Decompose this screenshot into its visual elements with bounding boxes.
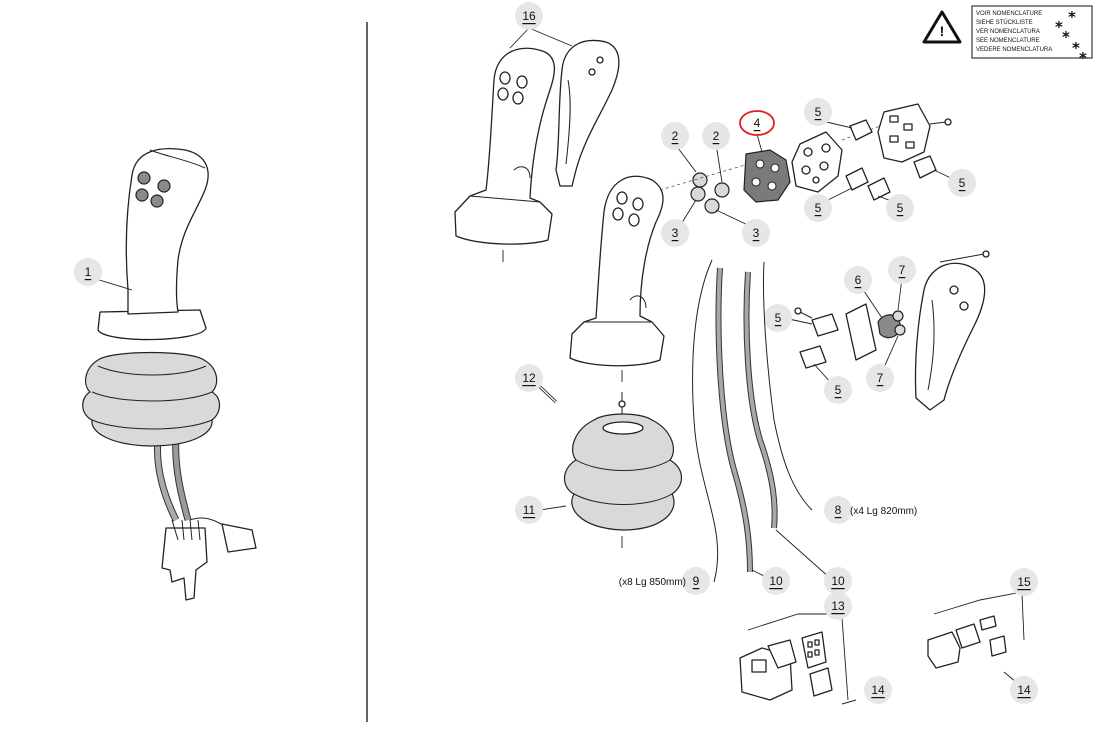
micro-switches-top <box>845 119 937 201</box>
callout-14b[interactable]: 14 <box>1010 676 1038 704</box>
callout-label: 8 <box>835 503 842 517</box>
wire-8-note: (x4 Lg 820mm) <box>850 506 917 517</box>
pin-part-12 <box>536 383 558 404</box>
wires <box>692 259 813 583</box>
callout-1[interactable]: 1 <box>74 258 133 291</box>
connector-part-13 <box>739 613 857 705</box>
callout-label: 14 <box>1017 683 1031 697</box>
handle-assembly <box>569 175 665 382</box>
callout-14a[interactable]: 14 <box>864 676 892 704</box>
wire-9-note: (x8 Lg 850mm) <box>619 577 686 588</box>
callout-12[interactable]: 12 <box>515 364 543 392</box>
callout-label: 3 <box>753 226 760 240</box>
circuit-board <box>841 103 952 163</box>
side-switches <box>794 303 906 369</box>
callout-label: 5 <box>959 176 966 190</box>
callout-5b[interactable]: 5 <box>933 169 976 197</box>
callout-label: 16 <box>522 9 536 23</box>
asterisk-mark: * <box>1055 18 1063 36</box>
callout-9[interactable]: 9 (x8 Lg 850mm) <box>619 567 710 595</box>
callout-5f[interactable]: 5 <box>813 363 852 404</box>
callout-5d[interactable]: 5 <box>877 194 914 222</box>
svg-text:!: ! <box>940 23 945 39</box>
warning-line-4: SEE NOMENCLATURE <box>976 38 1040 44</box>
callout-11[interactable]: 11 <box>515 496 567 524</box>
callout-label: 13 <box>831 599 845 613</box>
highlight-ring <box>739 110 775 136</box>
warning-line-2: SIEHE STÜCKLISTE <box>976 19 1033 26</box>
warning-line-1: VOIR NOMENCLATURE <box>976 11 1042 17</box>
warning-line-3: VER NOMENCLATURA <box>976 29 1040 35</box>
callout-10a[interactable]: 10 <box>751 567 790 595</box>
callout-8[interactable]: 8 (x4 Lg 820mm) <box>824 496 917 524</box>
callout-10b[interactable]: 10 <box>775 529 852 595</box>
nomenclature-warning: ! VOIR NOMENCLATURE SIEHE STÜCKLISTE VER… <box>922 5 1093 67</box>
callout-3b[interactable]: 3 <box>715 209 770 247</box>
callout-label: 14 <box>871 683 885 697</box>
asterisk-mark: * <box>1068 8 1076 26</box>
callout-label: 5 <box>775 311 782 325</box>
asterisk-mark: * <box>1072 39 1080 57</box>
callout-label: 3 <box>672 226 679 240</box>
side-handle-half <box>914 250 990 411</box>
callout-label: 12 <box>522 371 536 385</box>
callout-label: 9 <box>693 574 700 588</box>
callout-label: 5 <box>835 383 842 397</box>
assembled-joystick <box>82 148 257 601</box>
callout-label: 6 <box>855 273 862 287</box>
callout-7a[interactable]: 7 <box>888 256 916 311</box>
asterisk-mark: * <box>1079 49 1087 67</box>
callout-label: 7 <box>877 371 884 385</box>
bellows-part-11 <box>563 392 683 548</box>
push-buttons <box>659 164 746 214</box>
callout-16[interactable]: 16 <box>502 2 573 262</box>
callout-label: 10 <box>831 574 845 588</box>
callout-label: 5 <box>815 201 822 215</box>
callout-label: 1 <box>85 265 92 279</box>
warning-triangle-icon <box>922 10 962 44</box>
callout-15[interactable]: 15 <box>1010 568 1038 596</box>
callout-2b[interactable]: 2 <box>702 122 730 183</box>
callout-6[interactable]: 6 <box>844 266 883 319</box>
callout-5e[interactable]: 5 <box>764 304 813 332</box>
callout-label: 2 <box>713 129 720 143</box>
callout-5a[interactable]: 5 <box>804 98 853 129</box>
asterisk-mark: * <box>1062 28 1070 46</box>
callout-label: 2 <box>672 129 679 143</box>
callout-13[interactable]: 13 <box>824 592 852 620</box>
callout-label: 11 <box>523 503 536 517</box>
callout-label: 7 <box>899 263 906 277</box>
callout-label: 4 <box>754 116 761 130</box>
callout-2a[interactable]: 2 <box>661 122 697 173</box>
warning-line-5: VEDERE NOMENCLATURA <box>976 47 1052 53</box>
callout-label: 15 <box>1017 575 1031 589</box>
callout-label: 5 <box>897 201 904 215</box>
callout-5c[interactable]: 5 <box>804 187 853 222</box>
callout-label: 10 <box>769 574 783 588</box>
callout-label: 5 <box>815 105 822 119</box>
button-membrane-part-4 <box>743 149 791 203</box>
handle-part-16 <box>454 39 620 245</box>
callout-3a[interactable]: 3 <box>661 199 697 247</box>
callout-7b[interactable]: 7 <box>866 335 899 392</box>
connector-part-15 <box>927 591 1025 683</box>
switch-plate <box>791 131 843 193</box>
callout-4[interactable]: 4 <box>739 110 775 153</box>
